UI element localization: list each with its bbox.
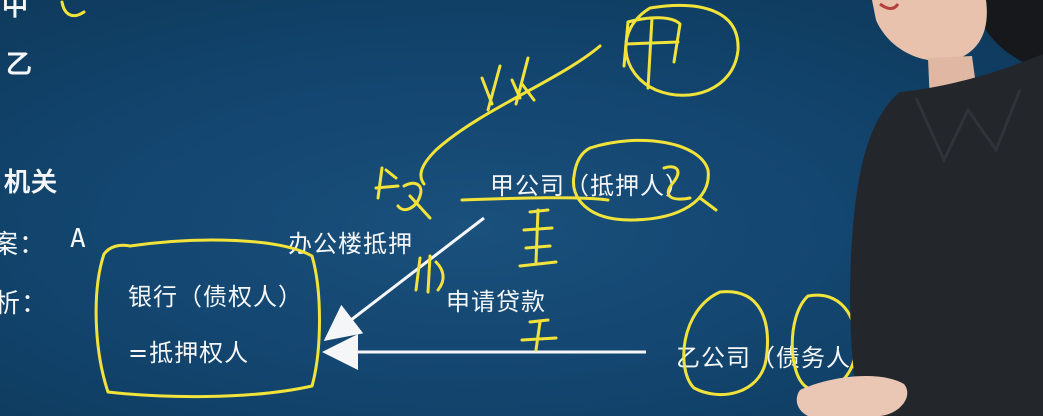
jia-char	[622, 16, 682, 90]
hand-char-1	[374, 166, 400, 200]
loan-request-label: 申请贷款	[446, 288, 546, 316]
company-jia-label: 甲公司（抵押人）	[490, 172, 690, 200]
presenter-hand	[796, 376, 908, 416]
presenter-jacket	[850, 54, 1043, 416]
cong-char	[480, 56, 536, 112]
presenter-lips	[879, 2, 900, 10]
hand-char-3	[414, 254, 445, 294]
shi-char	[520, 318, 558, 352]
zhu-char	[518, 208, 558, 268]
yi-company-loop	[682, 290, 769, 396]
yi-char-right	[662, 165, 692, 201]
top-left-scribble	[60, 0, 86, 18]
bank-role: =抵押权人	[128, 339, 250, 367]
analysis-label: 析：	[0, 289, 49, 319]
bank-label: 银行（债权人）	[128, 283, 303, 311]
presenter-face	[872, 0, 987, 62]
mortgagor-tail	[698, 196, 718, 212]
answer-value: A	[70, 224, 87, 254]
jia-company-underline	[460, 196, 610, 202]
guarantee-curve	[419, 44, 602, 186]
presenter-hair	[880, 0, 1043, 70]
company-yi-label: 乙公司（债务人）	[676, 344, 876, 372]
mortgagor-loop	[571, 138, 710, 222]
bank-loop	[94, 238, 321, 399]
left-row-1: 中	[2, 0, 30, 22]
left-row-3: 机关	[4, 168, 59, 198]
presenter-collar	[914, 89, 1022, 164]
mortgage-arrow	[323, 216, 485, 341]
left-row-2: 乙	[6, 50, 34, 80]
hand-char-2	[396, 181, 432, 220]
answer-label: 案：	[0, 230, 47, 260]
